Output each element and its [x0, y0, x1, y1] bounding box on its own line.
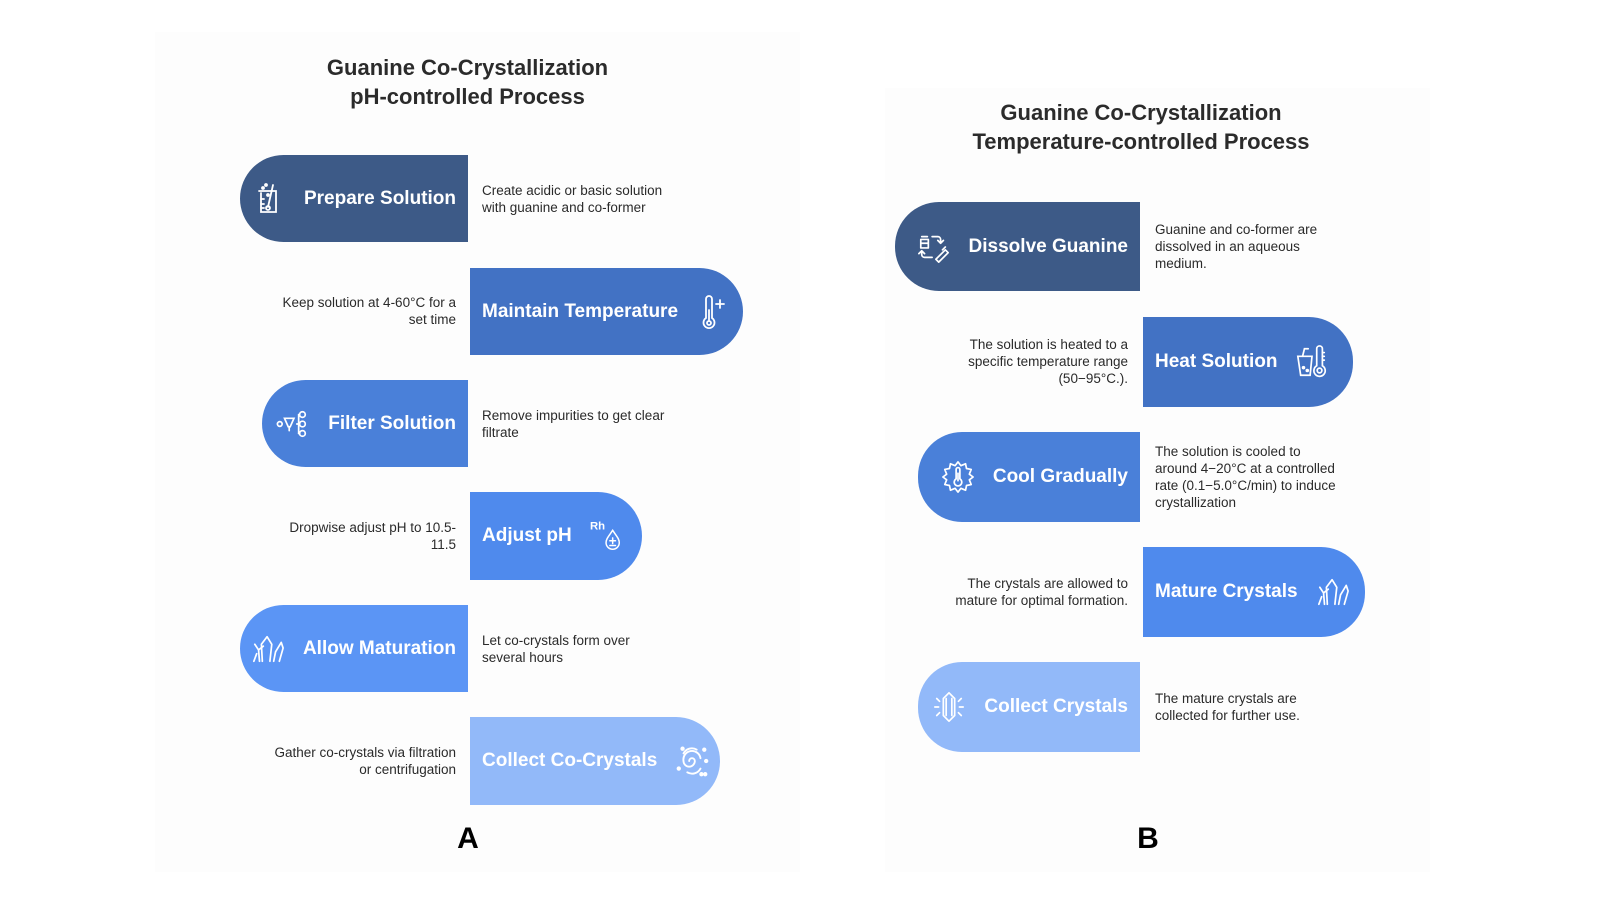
step-label: Mature Crystals: [1155, 581, 1298, 602]
description-line: crystallization: [1155, 495, 1237, 510]
description-line: (50−95°C.).: [1058, 371, 1128, 386]
step-description: Dropwise adjust pH to 10.5- 11.5: [240, 519, 456, 553]
step-description: Gather co-crystals via filtration or cen…: [240, 744, 456, 778]
spiral-galaxy-icon: [675, 744, 709, 778]
cup-thermometer-icon: [1295, 345, 1329, 379]
description-line: rate (0.1−5.0°C/min) to induce: [1155, 478, 1336, 493]
description-line: Let co-crystals form over: [482, 633, 630, 648]
panel-b-label: B: [1137, 822, 1159, 855]
description-line: The mature crystals are: [1155, 691, 1297, 706]
step-maintain-temperature: Maintain Temperature: [470, 268, 743, 355]
description-line: Keep solution at 4-60°C for a: [282, 295, 456, 310]
description-line: Guanine and co-former are: [1155, 222, 1318, 237]
step-cool-gradually: Cool Gradually: [918, 432, 1140, 522]
step-description: The crystals are allowed to mature for o…: [900, 575, 1128, 609]
step-label: Prepare Solution: [303, 187, 456, 209]
step-description: Remove impurities to get clear filtrate: [482, 407, 712, 441]
description-line: collected for further use.: [1155, 708, 1300, 723]
step-description: Keep solution at 4-60°C for a set time: [240, 294, 456, 328]
panel-b-title-line2: Temperature-controlled Process: [972, 129, 1310, 154]
step-description: Let co-crystals form over several hours: [482, 632, 712, 666]
thermometer-plus-icon: [696, 294, 730, 329]
description-line: or centrifugation: [359, 762, 456, 777]
step-description: The solution is cooled to around 4−20°C …: [1155, 443, 1405, 511]
step-label: Filter Solution: [328, 412, 456, 434]
step-description: The mature crystals are collected for fu…: [1155, 690, 1395, 724]
crystals-icon: [251, 632, 285, 666]
step-label: Adjust pH: [482, 525, 572, 546]
description-line: dissolved in an aqueous: [1155, 239, 1300, 254]
step-collect-crystals: Collect Crystals: [918, 662, 1140, 752]
panel-a-label: A: [457, 822, 479, 855]
crystals-icon: [1316, 575, 1350, 609]
description-line: mature for optimal formation.: [955, 593, 1128, 608]
step-dissolve-guanine: Dissolve Guanine: [895, 202, 1140, 291]
beaker-stir-icon: [252, 182, 286, 216]
description-line: The crystals are allowed to: [967, 576, 1128, 591]
description-line: Gather co-crystals via filtration: [274, 745, 456, 760]
panel-b-title-line1: Guanine Co-Crystallization: [1000, 100, 1282, 125]
step-description: Create acidic or basic solution with gua…: [482, 182, 712, 216]
panel-b-title: Guanine Co-Crystallization Temperature-c…: [920, 98, 1362, 156]
description-line: medium.: [1155, 256, 1207, 271]
description-line: several hours: [482, 650, 564, 665]
step-collect-co-crystals: Collect Co-Crystals: [470, 717, 720, 805]
filter-funnel-icon: [276, 407, 310, 441]
step-mature-crystals: Mature Crystals: [1143, 547, 1365, 637]
description-line: around 4−20°C at a controlled: [1155, 461, 1335, 476]
description-line: Dropwise adjust pH to 10.5-: [289, 520, 456, 535]
step-label: Maintain Temperature: [482, 300, 679, 322]
step-filter-solution: Filter Solution: [262, 380, 468, 467]
step-label: Heat Solution: [1155, 351, 1278, 372]
description-line: specific temperature range: [968, 354, 1128, 369]
gem-sparkle-icon: [932, 690, 966, 724]
step-description: Guanine and co-former are dissolved in a…: [1155, 221, 1395, 272]
panel-a-title-line1: Guanine Co-Crystallization: [326, 55, 609, 80]
step-prepare-solution: Prepare Solution: [240, 155, 468, 242]
step-label: Allow Maturation: [302, 637, 456, 659]
description-line: 11.5: [430, 537, 456, 552]
description-line: The solution is heated to a: [969, 337, 1128, 352]
description-line: The solution is cooled to: [1155, 444, 1301, 459]
description-line: set time: [408, 312, 456, 327]
step-label: Collect Crystals: [984, 696, 1128, 717]
rh-drop-icon: Rh: [590, 519, 624, 553]
description-line: with guanine and co-former: [482, 200, 646, 215]
step-heat-solution: Heat Solution: [1143, 317, 1353, 407]
step-adjust-ph: Adjust pH Rh: [470, 492, 642, 580]
step-label: Cool Gradually: [992, 466, 1128, 487]
dissolve-cycle-icon: [917, 230, 951, 264]
step-allow-maturation: Allow Maturation: [240, 605, 468, 692]
step-label: Dissolve Guanine: [968, 235, 1128, 257]
svg-text:Rh: Rh: [590, 520, 605, 532]
gear-thermometer-icon: [941, 460, 975, 494]
description-line: Remove impurities to get clear: [482, 408, 665, 423]
panel-a-title-line2: pH-controlled Process: [350, 84, 585, 109]
description-line: Create acidic or basic solution: [482, 183, 663, 198]
step-label: Collect Co-Crystals: [482, 750, 658, 771]
description-line: filtrate: [482, 425, 519, 440]
panel-a-title: Guanine Co-Crystallization pH-controlled…: [255, 53, 680, 111]
step-description: The solution is heated to a specific tem…: [900, 336, 1128, 387]
